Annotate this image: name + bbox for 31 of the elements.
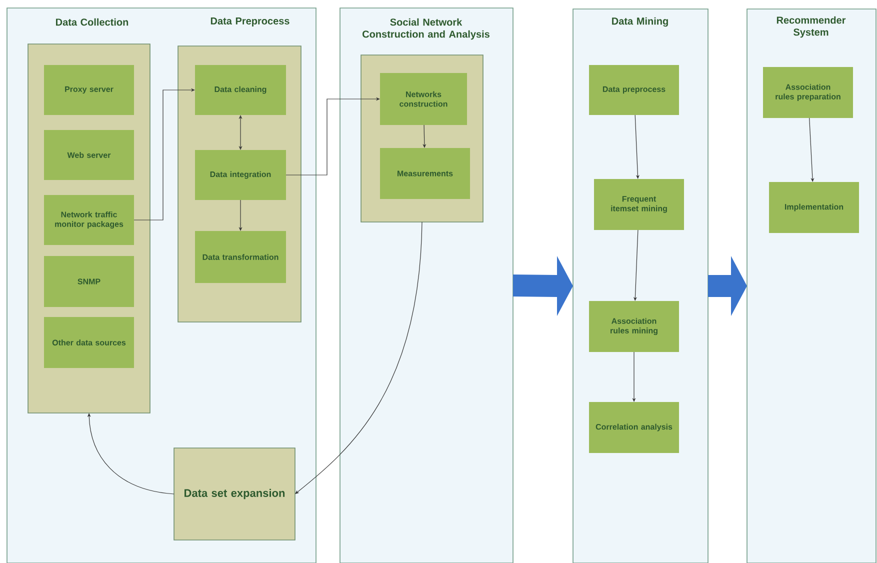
process-box: Frequent itemset mining xyxy=(594,179,684,230)
lane-heading: Social Network Construction and Analysis xyxy=(362,18,490,40)
process-box: Other data sources xyxy=(44,317,134,368)
process-box: Proxy server xyxy=(44,65,134,115)
arrow xyxy=(295,222,422,494)
lane-heading: Recommender System xyxy=(776,16,846,38)
arrow xyxy=(634,114,640,179)
arrow xyxy=(286,97,380,176)
process-box: Data preprocess xyxy=(589,65,679,115)
process-box: Data cleaning xyxy=(195,65,286,115)
arrow xyxy=(238,115,242,150)
arrow xyxy=(809,118,814,182)
lane-heading: Data Mining xyxy=(612,17,668,27)
process-box: Association rules preparation xyxy=(763,67,853,118)
lane-heading: Data Collection xyxy=(56,18,128,26)
process-box: Web server xyxy=(44,130,134,180)
process-box: Association rules mining xyxy=(589,301,679,352)
process-box: Correlation analysis xyxy=(589,402,679,453)
process-box: Measurements xyxy=(380,148,470,199)
block-arrow xyxy=(708,256,747,316)
block-arrow xyxy=(513,256,573,316)
lane-heading: Data Preprocess xyxy=(210,18,290,26)
process-box: Data transformation xyxy=(195,231,286,283)
arrow xyxy=(87,413,174,494)
process-box: Implementation xyxy=(769,182,859,233)
process-box: Network traffic monitor packages xyxy=(44,195,134,245)
process-box: SNMP xyxy=(44,256,134,307)
arrow xyxy=(134,88,195,220)
process-box: Data integration xyxy=(195,150,286,200)
group-box: Data set expansion xyxy=(174,448,296,540)
process-box: Networks construction xyxy=(380,73,467,125)
